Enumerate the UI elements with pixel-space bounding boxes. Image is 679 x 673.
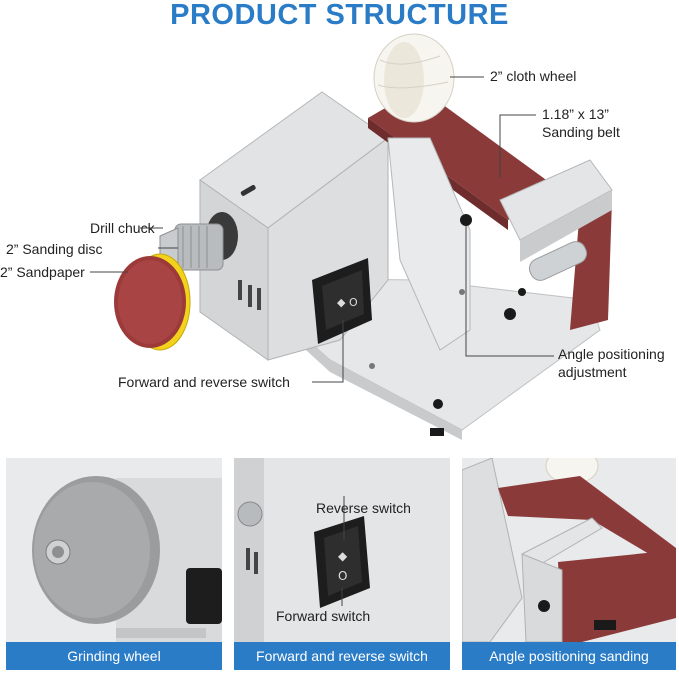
caption-grinding-wheel: Grinding wheel: [6, 642, 222, 670]
sanding-disc-label: 2” Sanding disc: [6, 241, 103, 257]
sanding-belt-label: Sanding belt: [542, 124, 620, 140]
switch-label: Forward and reverse switch: [118, 374, 290, 390]
svg-text:◆: ◆: [338, 549, 348, 563]
angle-sanding-image: [462, 458, 676, 642]
grinding-wheel-image: [6, 458, 222, 642]
panel-grinding-wheel: Grinding wheel: [6, 458, 222, 670]
svg-text:O: O: [338, 569, 347, 583]
panel-angle-sanding: Angle positioning sanding: [462, 458, 676, 670]
page-title: PRODUCT STRUCTURE: [170, 0, 509, 31]
caption-switch: Forward and reverse switch: [234, 642, 450, 670]
product-illustration: ◆ O: [90, 33, 613, 440]
drill-chuck-label: Drill chuck: [90, 220, 155, 236]
forward-switch-label: Forward switch: [276, 608, 371, 624]
caption-angle-sanding: Angle positioning sanding: [462, 642, 676, 670]
sandpaper-label: 2” Sandpaper: [0, 264, 85, 280]
reverse-switch-label: Reverse switch: [316, 500, 411, 516]
angle-adjust-label-1: Angle positioning: [558, 346, 665, 362]
switch-closeup-image: ◆ O: [234, 458, 450, 642]
panel-switch: ◆ O Reverse switch Forward switch Forwar…: [234, 458, 450, 670]
angle-adjust-label-2: adjustment: [558, 364, 627, 380]
cloth-wheel-label: 2” cloth wheel: [490, 68, 577, 84]
belt-size-label: 1.18” x 13”: [542, 106, 609, 122]
svg-text:◆ O: ◆ O: [337, 296, 358, 309]
